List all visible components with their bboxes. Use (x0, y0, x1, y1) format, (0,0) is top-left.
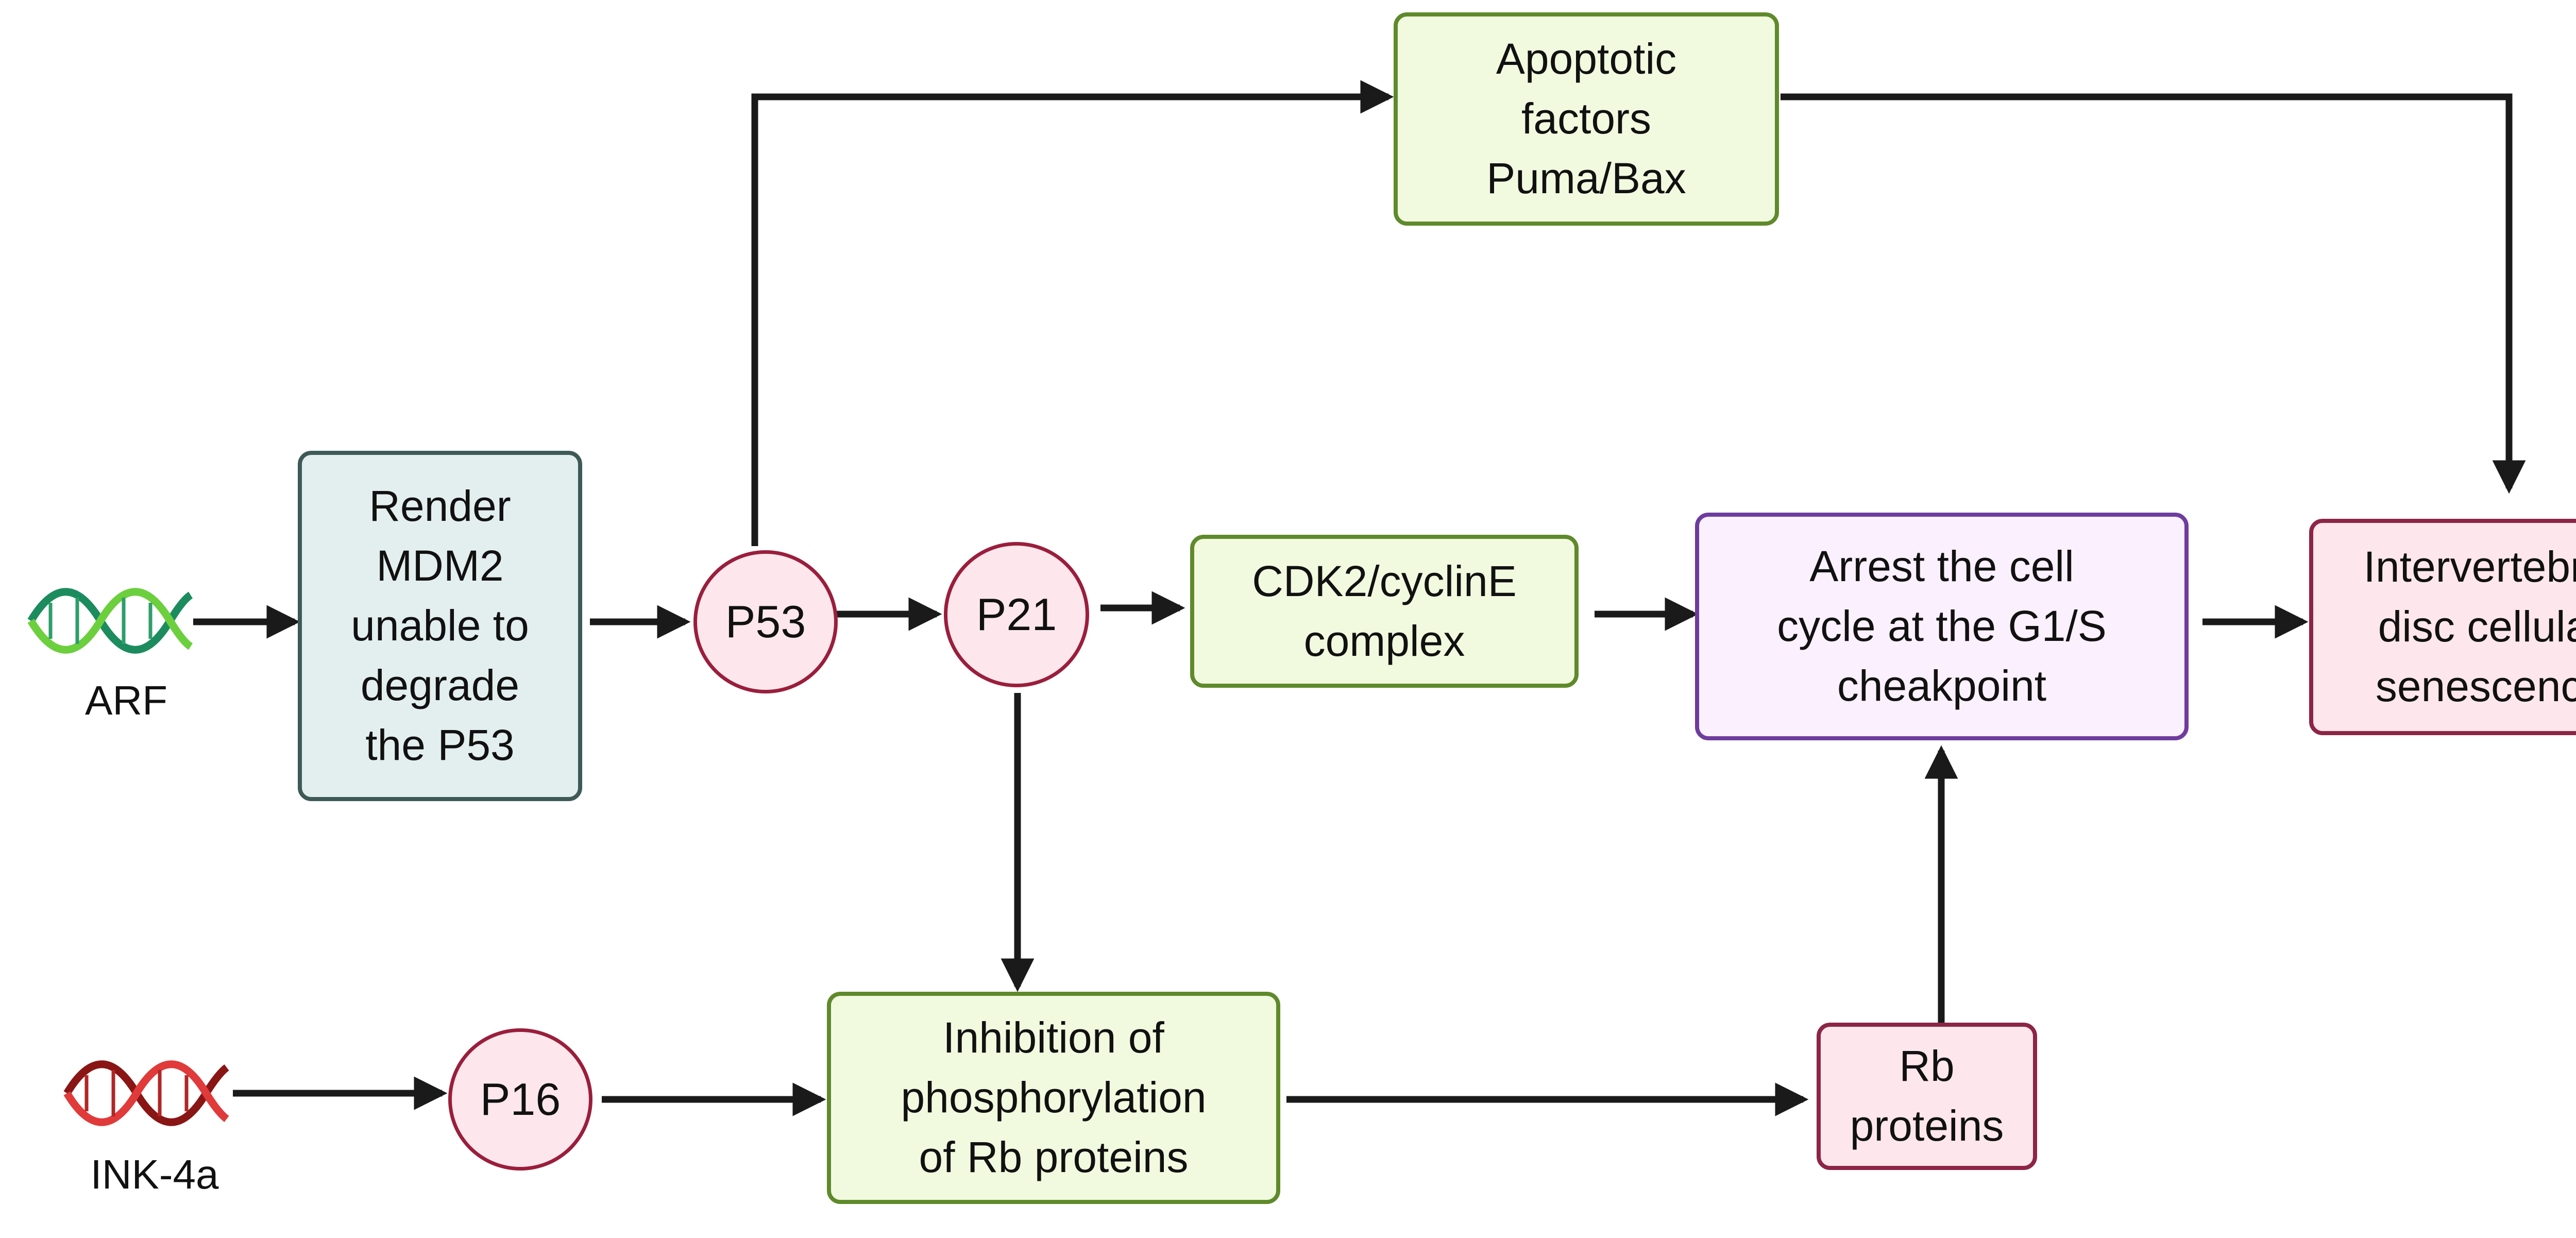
dna-helix-icon (63, 1060, 229, 1126)
ink4a-label: INK-4a (90, 1151, 219, 1197)
arrow-p53-to-apoptotic (751, 80, 1394, 546)
dna-helix-icon (27, 588, 193, 654)
arf-label: ARF (85, 677, 167, 723)
p53-node: P53 (693, 550, 838, 693)
disc-senescence-node: Intervertebral disc cellular senescence (2309, 519, 2576, 735)
arrow-apoptotic-to-senescence (1781, 93, 2526, 494)
cdk2-cycline-node: CDK2/cyclinE complex (1190, 535, 1579, 688)
apoptotic-factors-node: Apoptotic factors Puma/Bax (1394, 12, 1779, 226)
p21-node: P21 (944, 542, 1089, 687)
rb-phosphorylation-inhibition-node: Inhibition of phosphorylation of Rb prot… (827, 992, 1280, 1204)
rb-proteins-node: Rb proteins (1817, 1023, 2037, 1170)
mdm2-node: Render MDM2 unable to degrade the P53 (298, 451, 582, 801)
p16-node: P16 (448, 1028, 592, 1171)
cell-cycle-arrest-node: Arrest the cell cycle at the G1/S cheakp… (1695, 513, 2189, 740)
